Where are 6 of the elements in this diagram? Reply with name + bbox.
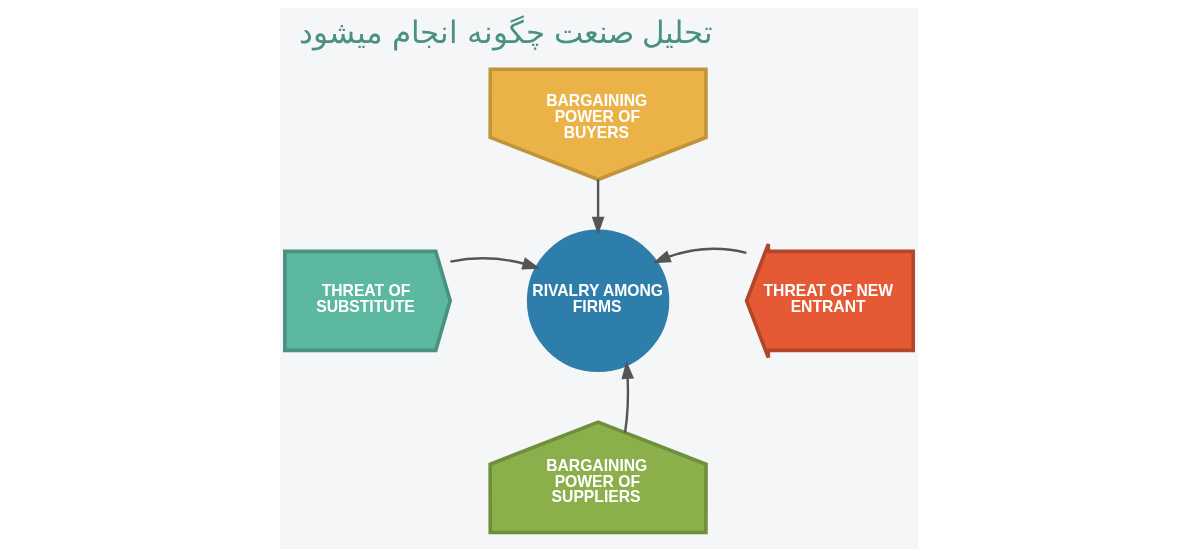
node-circle: RIVALRY AMONG FIRMS	[526, 229, 669, 373]
arrow	[591, 179, 604, 235]
diagram-title: تحلیل صنعت چگونه انجام میشود	[298, 14, 713, 50]
arrow	[620, 360, 634, 433]
arrow	[449, 257, 540, 270]
arrow	[652, 247, 747, 264]
